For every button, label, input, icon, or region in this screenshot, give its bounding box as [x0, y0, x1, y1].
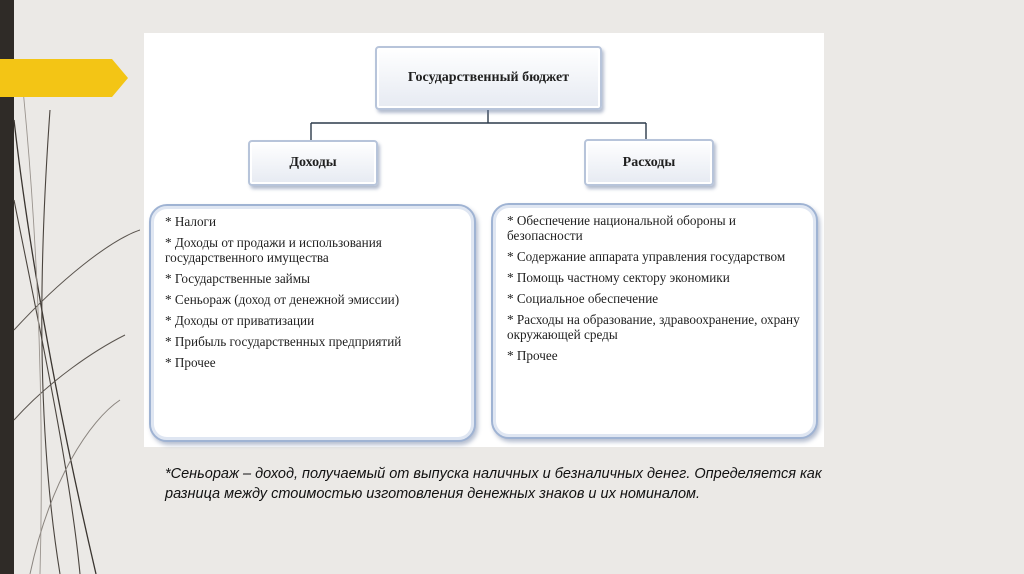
list-item: * Расходы на образование, здравоохранени… [507, 312, 804, 342]
expense-node: Расходы [584, 139, 714, 186]
income-list: * Налоги * Доходы от продажи и использов… [149, 204, 476, 442]
footnote-text: *Сеньораж – доход, получаемый от выпуска… [165, 464, 835, 504]
expense-node-label: Расходы [623, 155, 676, 171]
list-item: * Сеньораж (доход от денежной эмиссии) [165, 292, 462, 307]
list-item: * Прочее [507, 348, 804, 363]
expense-list: * Обеспечение национальной обороны и без… [491, 203, 818, 439]
root-node: Государственный бюджет [375, 46, 602, 110]
list-item: * Обеспечение национальной обороны и без… [507, 213, 804, 243]
list-item: * Доходы от продажи и использования госу… [165, 235, 462, 265]
list-item: * Помощь частному сектору экономики [507, 270, 804, 285]
list-item: * Прочее [165, 355, 462, 370]
list-item: * Социальное обеспечение [507, 291, 804, 306]
list-item: * Прибыль государственных предприятий [165, 334, 462, 349]
root-node-label: Государственный бюджет [408, 70, 569, 86]
list-item: * Доходы от приватизации [165, 313, 462, 328]
list-item: * Государственные займы [165, 271, 462, 286]
income-node-label: Доходы [289, 155, 336, 171]
list-item: * Содержание аппарата управления государ… [507, 249, 804, 264]
income-node: Доходы [248, 140, 378, 186]
list-item: * Налоги [165, 214, 462, 229]
